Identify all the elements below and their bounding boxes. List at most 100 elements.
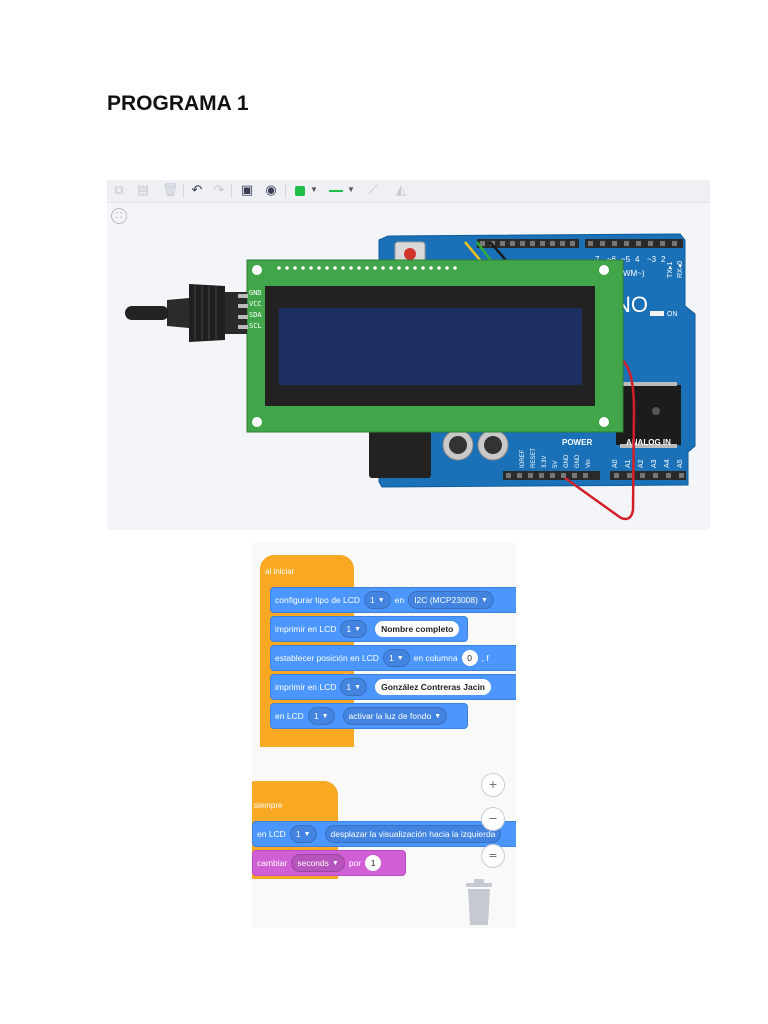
- flip-icon[interactable]: ◭: [396, 183, 406, 198]
- power-pin-label: RESET: [531, 448, 537, 468]
- rotate-icon[interactable]: ⟋: [368, 183, 378, 198]
- analog-pin-label: A4: [664, 459, 671, 468]
- lcd-header-pins: [277, 266, 457, 270]
- i2c-connector: [225, 292, 247, 334]
- block-text: en LCD: [275, 711, 304, 721]
- zoom-reset-button[interactable]: =: [481, 844, 505, 868]
- bottom-header-holes: [506, 473, 684, 478]
- connector-pin: [238, 304, 248, 308]
- paste-icon[interactable]: ▤: [136, 183, 150, 198]
- circuit-toolbar: ⧉ ▤ 🗑 ↶ ↷ ▣ ◉ ▼ ▼ ⟋ ◭: [107, 180, 710, 203]
- lcd-number-dropdown[interactable]: 1▼: [340, 620, 368, 638]
- trash-icon[interactable]: 🗑: [162, 183, 179, 198]
- power-pin-label: Vin: [586, 459, 592, 468]
- chevron-down-icon: ▼: [321, 712, 329, 720]
- power-pin-label: IOREF: [520, 449, 526, 468]
- block-text: por: [348, 858, 362, 868]
- power-pin-labels: IOREF RESET 3.3V 5V GND GND Vin: [520, 448, 592, 468]
- lcd-mount-hole: [252, 417, 262, 427]
- copy-icon[interactable]: ⧉: [114, 183, 124, 198]
- undo-icon[interactable]: ↶: [191, 183, 203, 198]
- lcd-number-dropdown[interactable]: 1▼: [289, 825, 317, 843]
- digital-header-left: [477, 239, 579, 248]
- view-icon[interactable]: ◉: [265, 183, 277, 198]
- text-input[interactable]: Nombre completo: [375, 621, 460, 637]
- block-text: , f: [481, 653, 489, 663]
- lcd-screen: [279, 308, 582, 385]
- digital-pin-label: ~5: [621, 255, 631, 264]
- chevron-down-icon: ▼: [377, 596, 385, 604]
- zoom-out-button[interactable]: −: [481, 807, 505, 831]
- power-pin-label: GND: [564, 454, 570, 468]
- scroll-display-block[interactable]: en LCD 1▼ desplazar la visualización hac…: [252, 821, 516, 847]
- print-lcd-block[interactable]: imprimir en LCD 1▼ Nombre completo: [270, 616, 468, 642]
- power-pin-label: 3.3V: [542, 456, 548, 468]
- chevron-down-icon: ▼: [354, 625, 362, 633]
- toolbar-divider: [183, 184, 184, 198]
- lcd-mount-hole: [599, 265, 609, 275]
- cable: [125, 306, 169, 320]
- analog-pin-label: A1: [625, 459, 632, 468]
- chevron-down-icon: ▼: [434, 712, 442, 720]
- zoom-in-button[interactable]: +: [481, 773, 505, 797]
- digital-header-right: [585, 239, 683, 248]
- digital-pin-label: ~3: [647, 255, 657, 264]
- lcd-number-dropdown[interactable]: 1▼: [382, 649, 410, 667]
- chevron-down-icon[interactable]: ▼: [347, 185, 355, 194]
- code-blocks-screenshot: al iniciar configurar tipo de LCD 1▼ en …: [252, 543, 516, 928]
- dropdown-value: 1: [388, 653, 394, 663]
- power-label: POWER: [562, 438, 592, 447]
- lcd-number-dropdown[interactable]: 1▼: [307, 707, 335, 725]
- block-text: cambiar: [257, 858, 288, 868]
- red-wire[interactable]: [564, 359, 636, 521]
- dropdown-value: seconds: [297, 858, 329, 868]
- lcd-number-dropdown[interactable]: 1▼: [340, 678, 368, 696]
- pwm-label: (PWM~): [615, 269, 645, 278]
- trash-icon[interactable]: [464, 879, 494, 927]
- zoom-reset-icon: =: [488, 849, 498, 862]
- lcd-action-dropdown[interactable]: activar la luz de fondo▼: [342, 707, 448, 725]
- chip-pins-bottom: [620, 444, 677, 448]
- column-input[interactable]: 0: [461, 650, 478, 666]
- dropdown-value: I2C (MCP23008): [414, 595, 478, 605]
- analog-pin-label: A2: [638, 459, 645, 468]
- wire-type-icon[interactable]: [329, 190, 343, 192]
- block-text: configurar tipo de LCD: [275, 595, 361, 605]
- chevron-down-icon: ▼: [303, 830, 311, 838]
- digital-pin-label: 4: [635, 255, 640, 264]
- digital-pin-label: 2: [661, 255, 666, 264]
- dropdown-value: 1: [370, 595, 375, 605]
- dropdown-value: 1: [313, 711, 319, 721]
- reset-button-cap: [404, 248, 416, 260]
- wait-value-input[interactable]: 1: [365, 855, 382, 871]
- digital-header-holes: [480, 241, 677, 246]
- print-lcd-block[interactable]: imprimir en LCD 1▼ González Contreras Ja…: [270, 674, 516, 700]
- backlight-block[interactable]: en LCD 1▼ activar la luz de fondo▼: [270, 703, 468, 729]
- tx-label: TX▸1: [667, 262, 674, 278]
- time-unit-dropdown[interactable]: seconds▼: [291, 854, 345, 872]
- lcd-action-dropdown[interactable]: desplazar la visualización hacia la izqu…: [324, 825, 502, 843]
- cable-boot: [167, 298, 189, 328]
- chip-notch: [652, 407, 660, 415]
- set-cursor-block[interactable]: establecer posición en LCD 1▼ en columna…: [270, 645, 516, 671]
- dropdown-value: 1: [295, 829, 301, 839]
- lcd-type-dropdown[interactable]: I2C (MCP23008)▼: [408, 591, 494, 609]
- chevron-down-icon: ▼: [480, 596, 488, 604]
- text-input[interactable]: González Contreras Jacin: [375, 679, 491, 695]
- chevron-down-icon[interactable]: ▼: [310, 185, 318, 194]
- configure-lcd-block[interactable]: configurar tipo de LCD 1▼ en I2C (MCP230…: [270, 587, 516, 613]
- lcd-mount-hole: [599, 417, 609, 427]
- analog-pin-label: A3: [651, 459, 658, 468]
- lcd-number-dropdown[interactable]: 1▼: [364, 591, 391, 609]
- power-pin-label: 5V: [553, 461, 559, 468]
- notes-icon[interactable]: ▣: [240, 183, 254, 198]
- zoom-out-icon: −: [488, 812, 498, 825]
- wire-color-swatch[interactable]: [295, 186, 305, 196]
- dropdown-value: 1: [346, 682, 352, 692]
- atmega-chip: [616, 385, 681, 445]
- analog-header: [610, 471, 686, 480]
- redo-icon[interactable]: ↷: [213, 183, 225, 198]
- zoom-fit-icon[interactable]: ⛶: [111, 208, 127, 224]
- toolbar-divider: [231, 184, 232, 198]
- wait-block[interactable]: cambiar seconds▼ por 1: [252, 850, 406, 876]
